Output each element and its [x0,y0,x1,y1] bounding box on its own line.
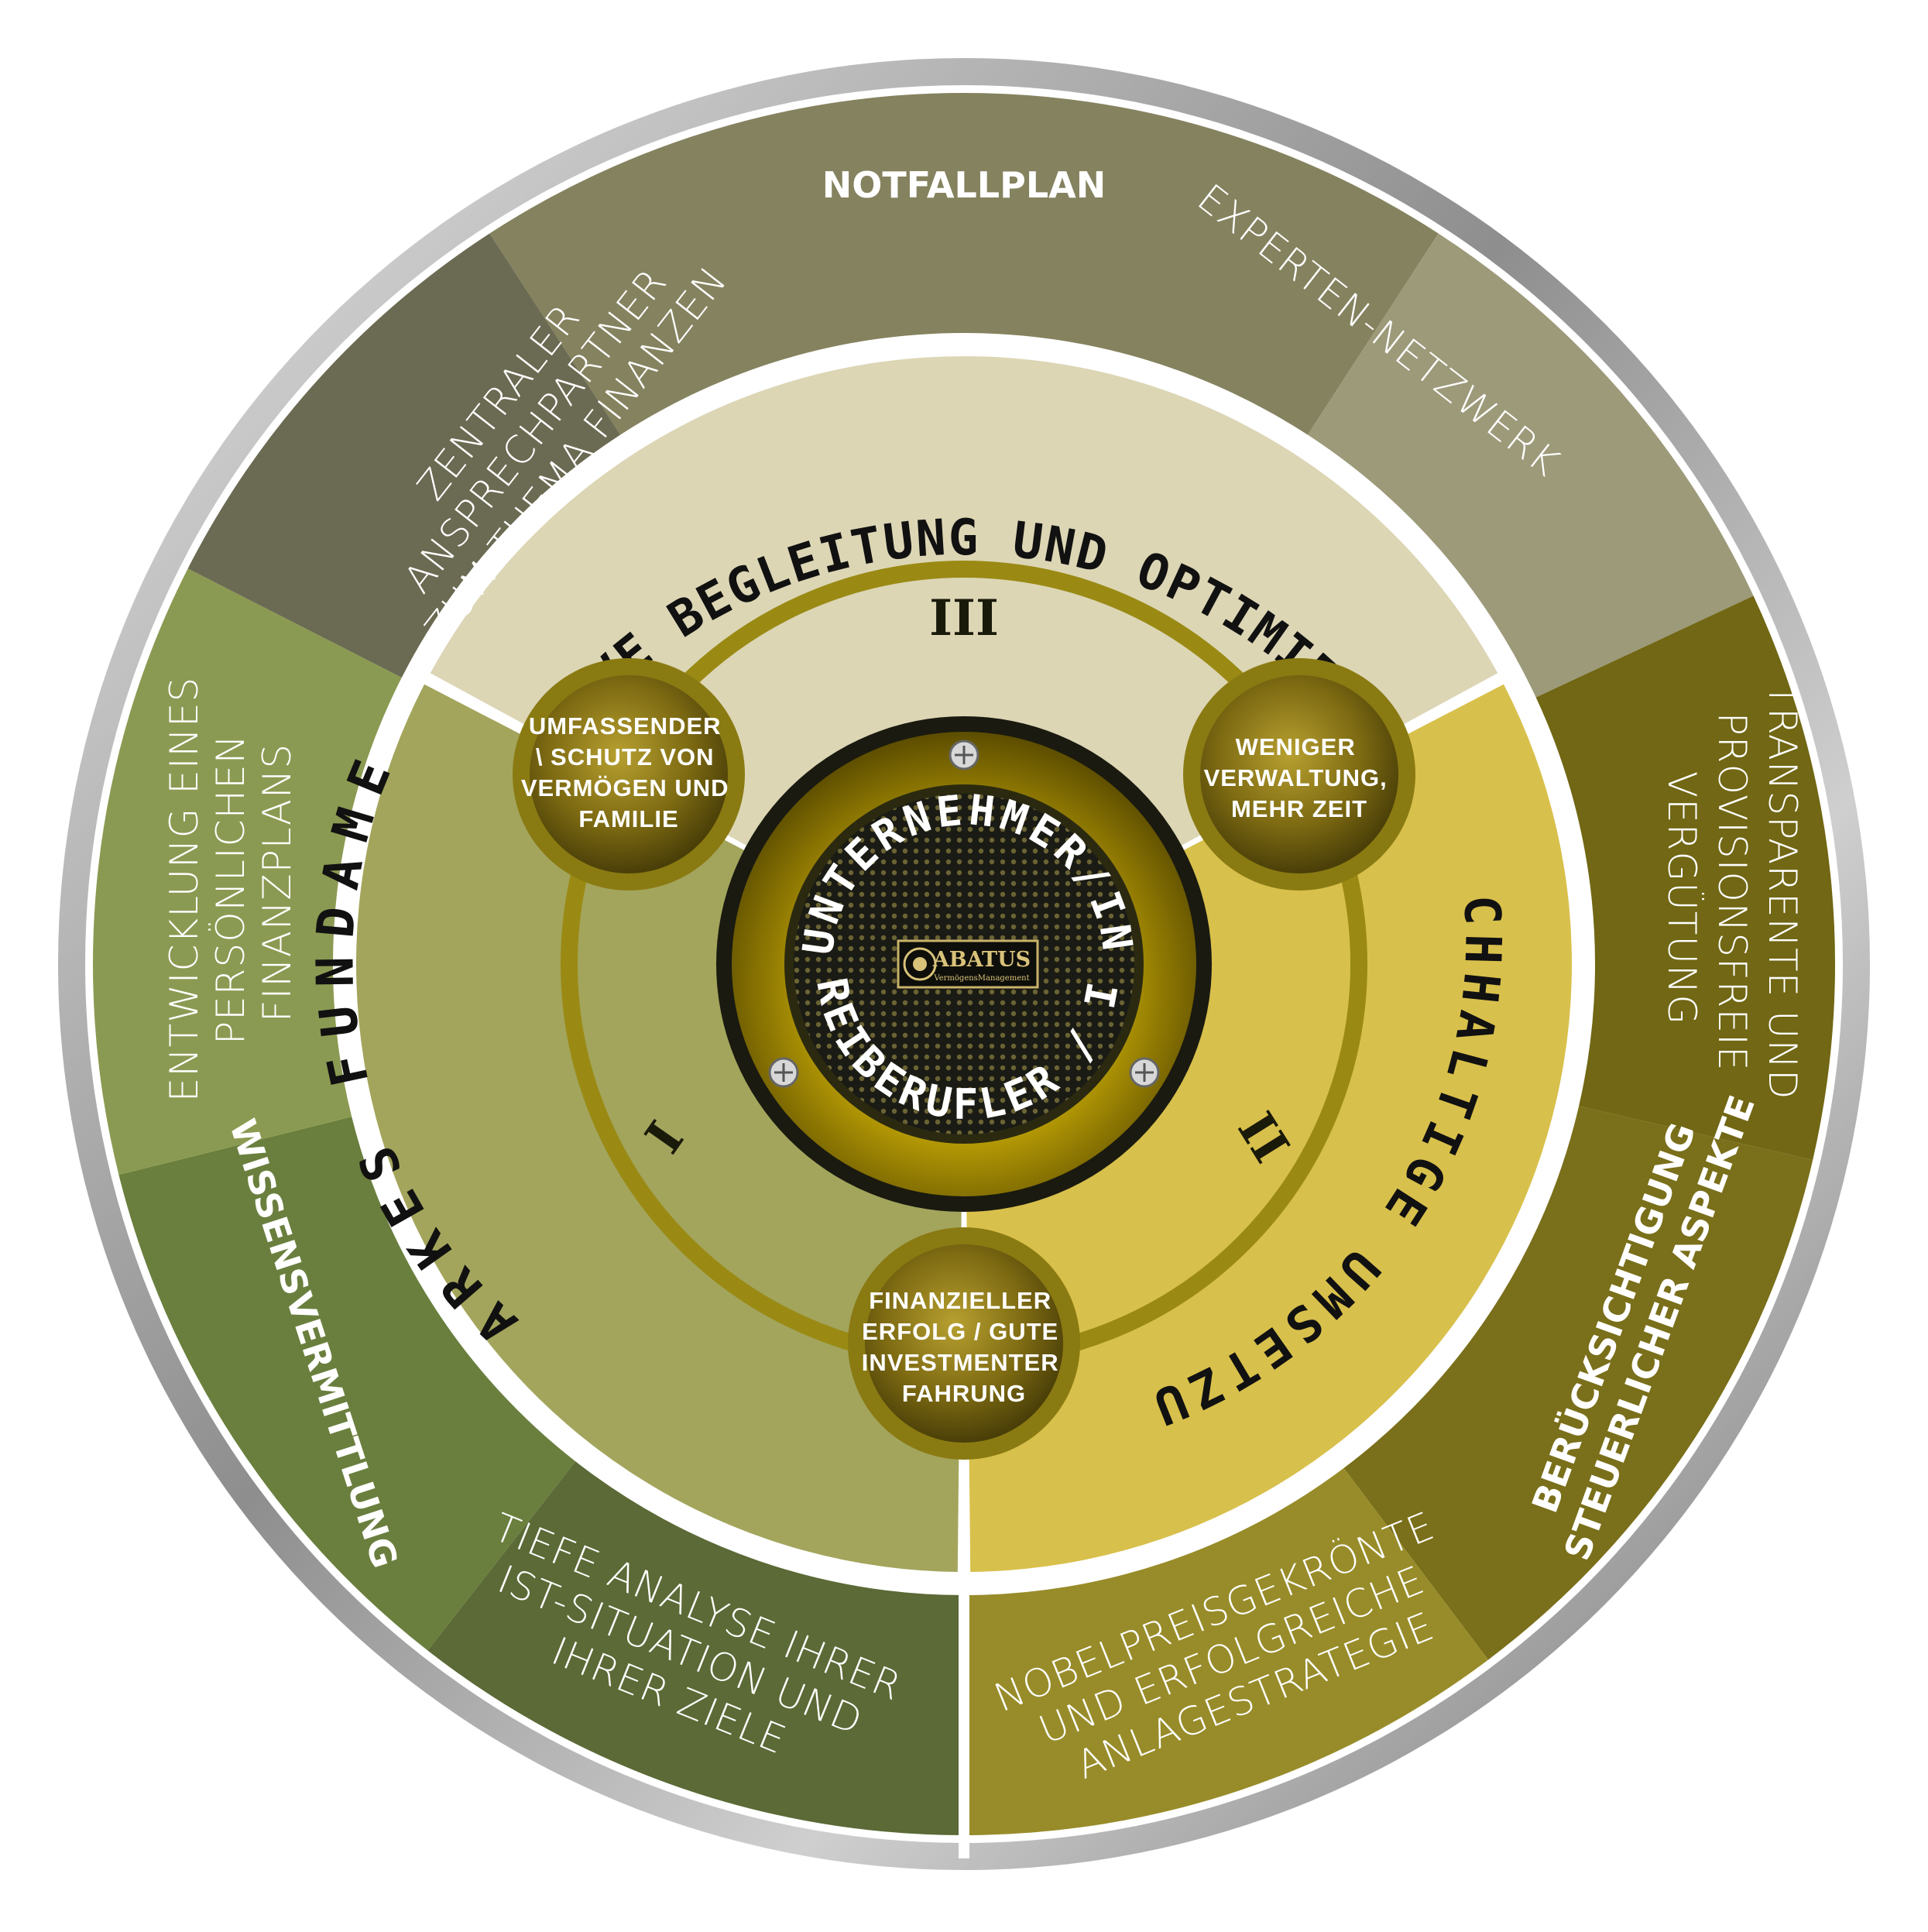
disc-bottom-text: FINANZIELLER ERFOLG / GUTE INVESTMENTER … [862,1287,1066,1407]
disc-right-face [1200,675,1398,873]
disc-right-text: WENIGER VERWALTUNG, MEHR ZEIT [1204,733,1395,822]
disc-left-face [530,675,728,873]
disc-bottom-face [865,1244,1063,1443]
abatus-logo: ABATUS VermögensManagement [897,939,1039,989]
disc-bottom: FINANZIELLER ERFOLG / GUTE INVESTMENTER … [848,1227,1080,1460]
screw-icon [768,1057,799,1088]
segment-zentraler [187,233,621,678]
bottom-divider [959,1487,969,1858]
logo-name: ABATUS [932,948,1031,972]
segment-notfallplan-label: NOTFALLPLAN [822,164,1106,206]
outer-segments [92,93,1836,1835]
disc-left: UMFASSENDER \ SCHUTZ VON VERMÖGEN UND FA… [513,658,745,891]
screw-icon [1129,1057,1160,1088]
disc-left-text: UMFASSENDER \ SCHUTZ VON VERMÖGEN UND FA… [521,712,736,832]
numeral-iii: III [929,589,999,647]
logo-emblem-icon [903,947,937,981]
segment-steuer [1343,1106,1813,1660]
segment-transparente [1535,595,1836,1161]
segment-experten [1307,233,1754,698]
segment-wissen [118,1117,576,1651]
logo-subtitle: VermögensManagement [933,974,1029,983]
segment-entwicklung-label: ENTWICKLUNG EINES PERSÖNLICHEN FINANZPLA… [162,664,300,1102]
disc-right: WENIGER VERWALTUNG, MEHR ZEIT [1183,658,1415,891]
screw-icon [949,740,979,770]
segment-tiefe [427,1461,964,1835]
segment-entwicklung [92,568,402,1175]
segment-nobel [964,1467,1489,1835]
segment-transparente-label: TRANSPARENTE UND PROVISIONSFREIE VERGÜTU… [1659,684,1805,1114]
segment-notfallplan [489,93,1439,435]
